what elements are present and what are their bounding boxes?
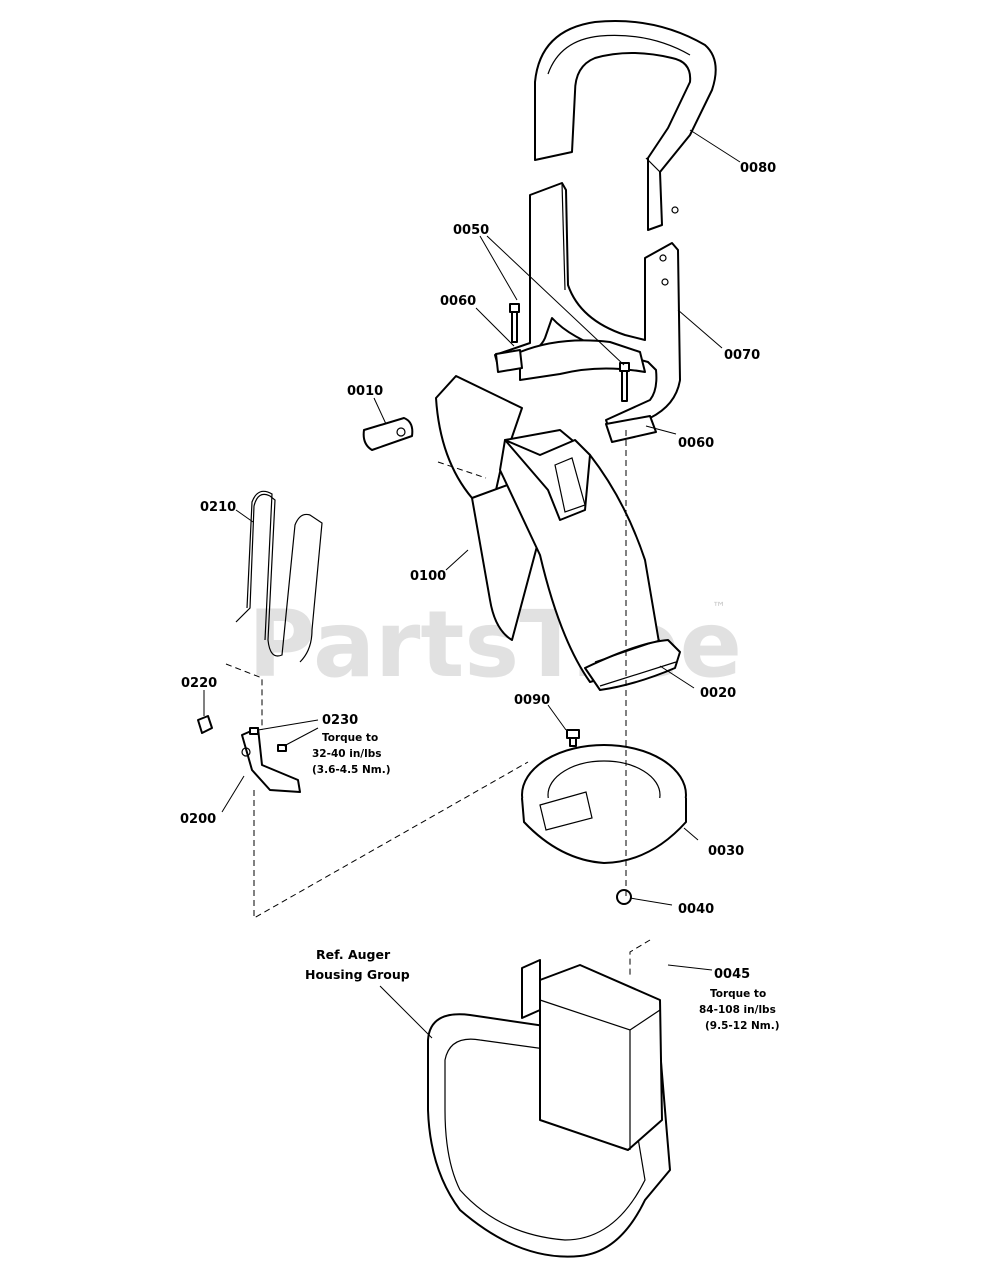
- lower-handle-part: [494, 182, 681, 433]
- nut-0040-part: [616, 889, 632, 905]
- callout-0040: 0040: [678, 902, 714, 917]
- cable-bracket-part: [362, 417, 414, 451]
- bolt-right-part: [619, 362, 630, 402]
- torque-note-0045-line3: (9.5-12 Nm.): [705, 1020, 780, 1032]
- ref-auger-line2: Housing Group: [305, 967, 410, 982]
- callout-0070: 0070: [724, 348, 760, 363]
- chute-assembly-part: [435, 375, 681, 691]
- bolt-0090-part: [566, 729, 580, 747]
- torque-note-0045-line1: Torque to: [710, 988, 766, 1000]
- callout-0060-left: 0060: [440, 294, 476, 309]
- screws-0230-part: [249, 727, 287, 752]
- chute-ring-part: [521, 744, 687, 864]
- callout-0220: 0220: [181, 676, 217, 691]
- callout-0080: 0080: [740, 161, 776, 176]
- callout-0050: 0050: [453, 223, 489, 238]
- torque-note-0230-line3: (3.6-4.5 Nm.): [312, 764, 391, 776]
- callout-0210: 0210: [200, 500, 236, 515]
- callout-0020: 0020: [700, 686, 736, 701]
- spacer-left-part: [495, 349, 523, 373]
- nut-0220-part: [197, 715, 213, 734]
- torque-note-0230-line2: 32-40 in/lbs: [312, 748, 382, 760]
- rod-bracket-part: [241, 727, 301, 793]
- ref-auger-line1: Ref. Auger: [316, 947, 391, 962]
- callout-0230: 0230: [322, 713, 358, 728]
- watermark-trademark: ™: [712, 600, 726, 616]
- spacer-right-part: [605, 415, 657, 443]
- control-rod-part: [235, 490, 323, 663]
- callout-0045: 0045: [714, 967, 750, 982]
- callout-0100: 0100: [410, 569, 446, 584]
- auger-housing-part: [427, 959, 671, 1258]
- callout-0010: 0010: [347, 384, 383, 399]
- callout-0060-right: 0060: [678, 436, 714, 451]
- upper-handle-part: [534, 19, 717, 231]
- callout-0030: 0030: [708, 844, 744, 859]
- callout-0090: 0090: [514, 693, 550, 708]
- torque-note-0045-line2: 84-108 in/lbs: [699, 1004, 776, 1016]
- bolt-left-part: [509, 303, 520, 343]
- torque-note-0230-line1: Torque to: [322, 732, 378, 744]
- chute-bracket-plate: [519, 339, 646, 381]
- callout-0200: 0200: [180, 812, 216, 827]
